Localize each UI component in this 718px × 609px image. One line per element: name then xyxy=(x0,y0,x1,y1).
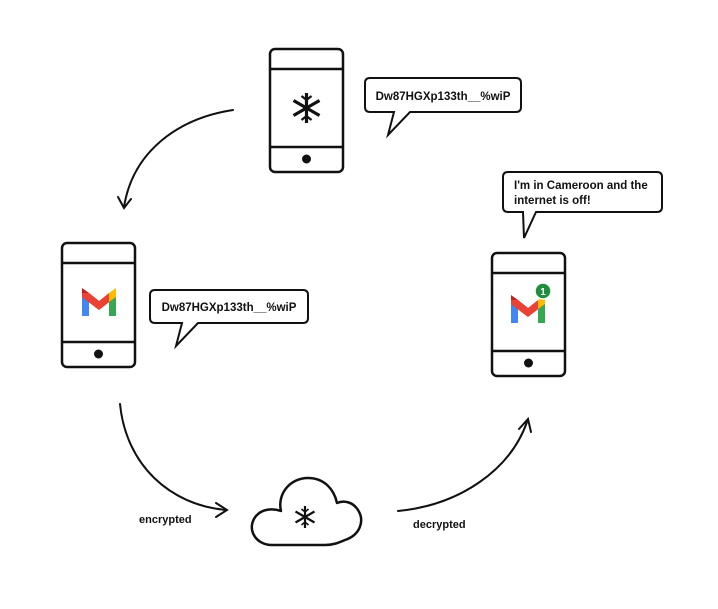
arrow-left-to-cloud xyxy=(119,403,229,518)
badge-count: 1 xyxy=(540,287,546,298)
arrow-top-to-left xyxy=(117,109,234,210)
arrow-cloud-to-right xyxy=(397,416,532,512)
asterisk-key-icon xyxy=(292,93,321,123)
phone-top xyxy=(268,47,345,174)
encrypted-label: encrypted xyxy=(139,514,192,526)
bubble-top-text: Dw87HGXp133th__%wiP xyxy=(376,91,511,103)
phone-left xyxy=(60,241,137,369)
gmail-icon xyxy=(511,295,545,323)
speech-bubble-right: I'm in Cameroon and the internet is off! xyxy=(502,171,663,239)
asterisk-key-icon xyxy=(294,506,316,528)
speech-bubble-top: Dw87HGXp133th__%wiP xyxy=(364,77,522,139)
gmail-icon xyxy=(82,288,116,316)
decrypted-label: decrypted xyxy=(413,519,466,531)
notification-badge: 1 xyxy=(534,282,552,300)
cloud xyxy=(250,476,363,547)
speech-bubble-left: Dw87HGXp133th__%wiP xyxy=(149,289,309,350)
phone-right: 1 xyxy=(490,251,567,378)
bubble-right-line1: I'm in Cameroon and the xyxy=(514,180,648,192)
bubble-right-line2: internet is off! xyxy=(514,195,591,207)
bubble-left-text: Dw87HGXp133th__%wiP xyxy=(162,302,297,314)
